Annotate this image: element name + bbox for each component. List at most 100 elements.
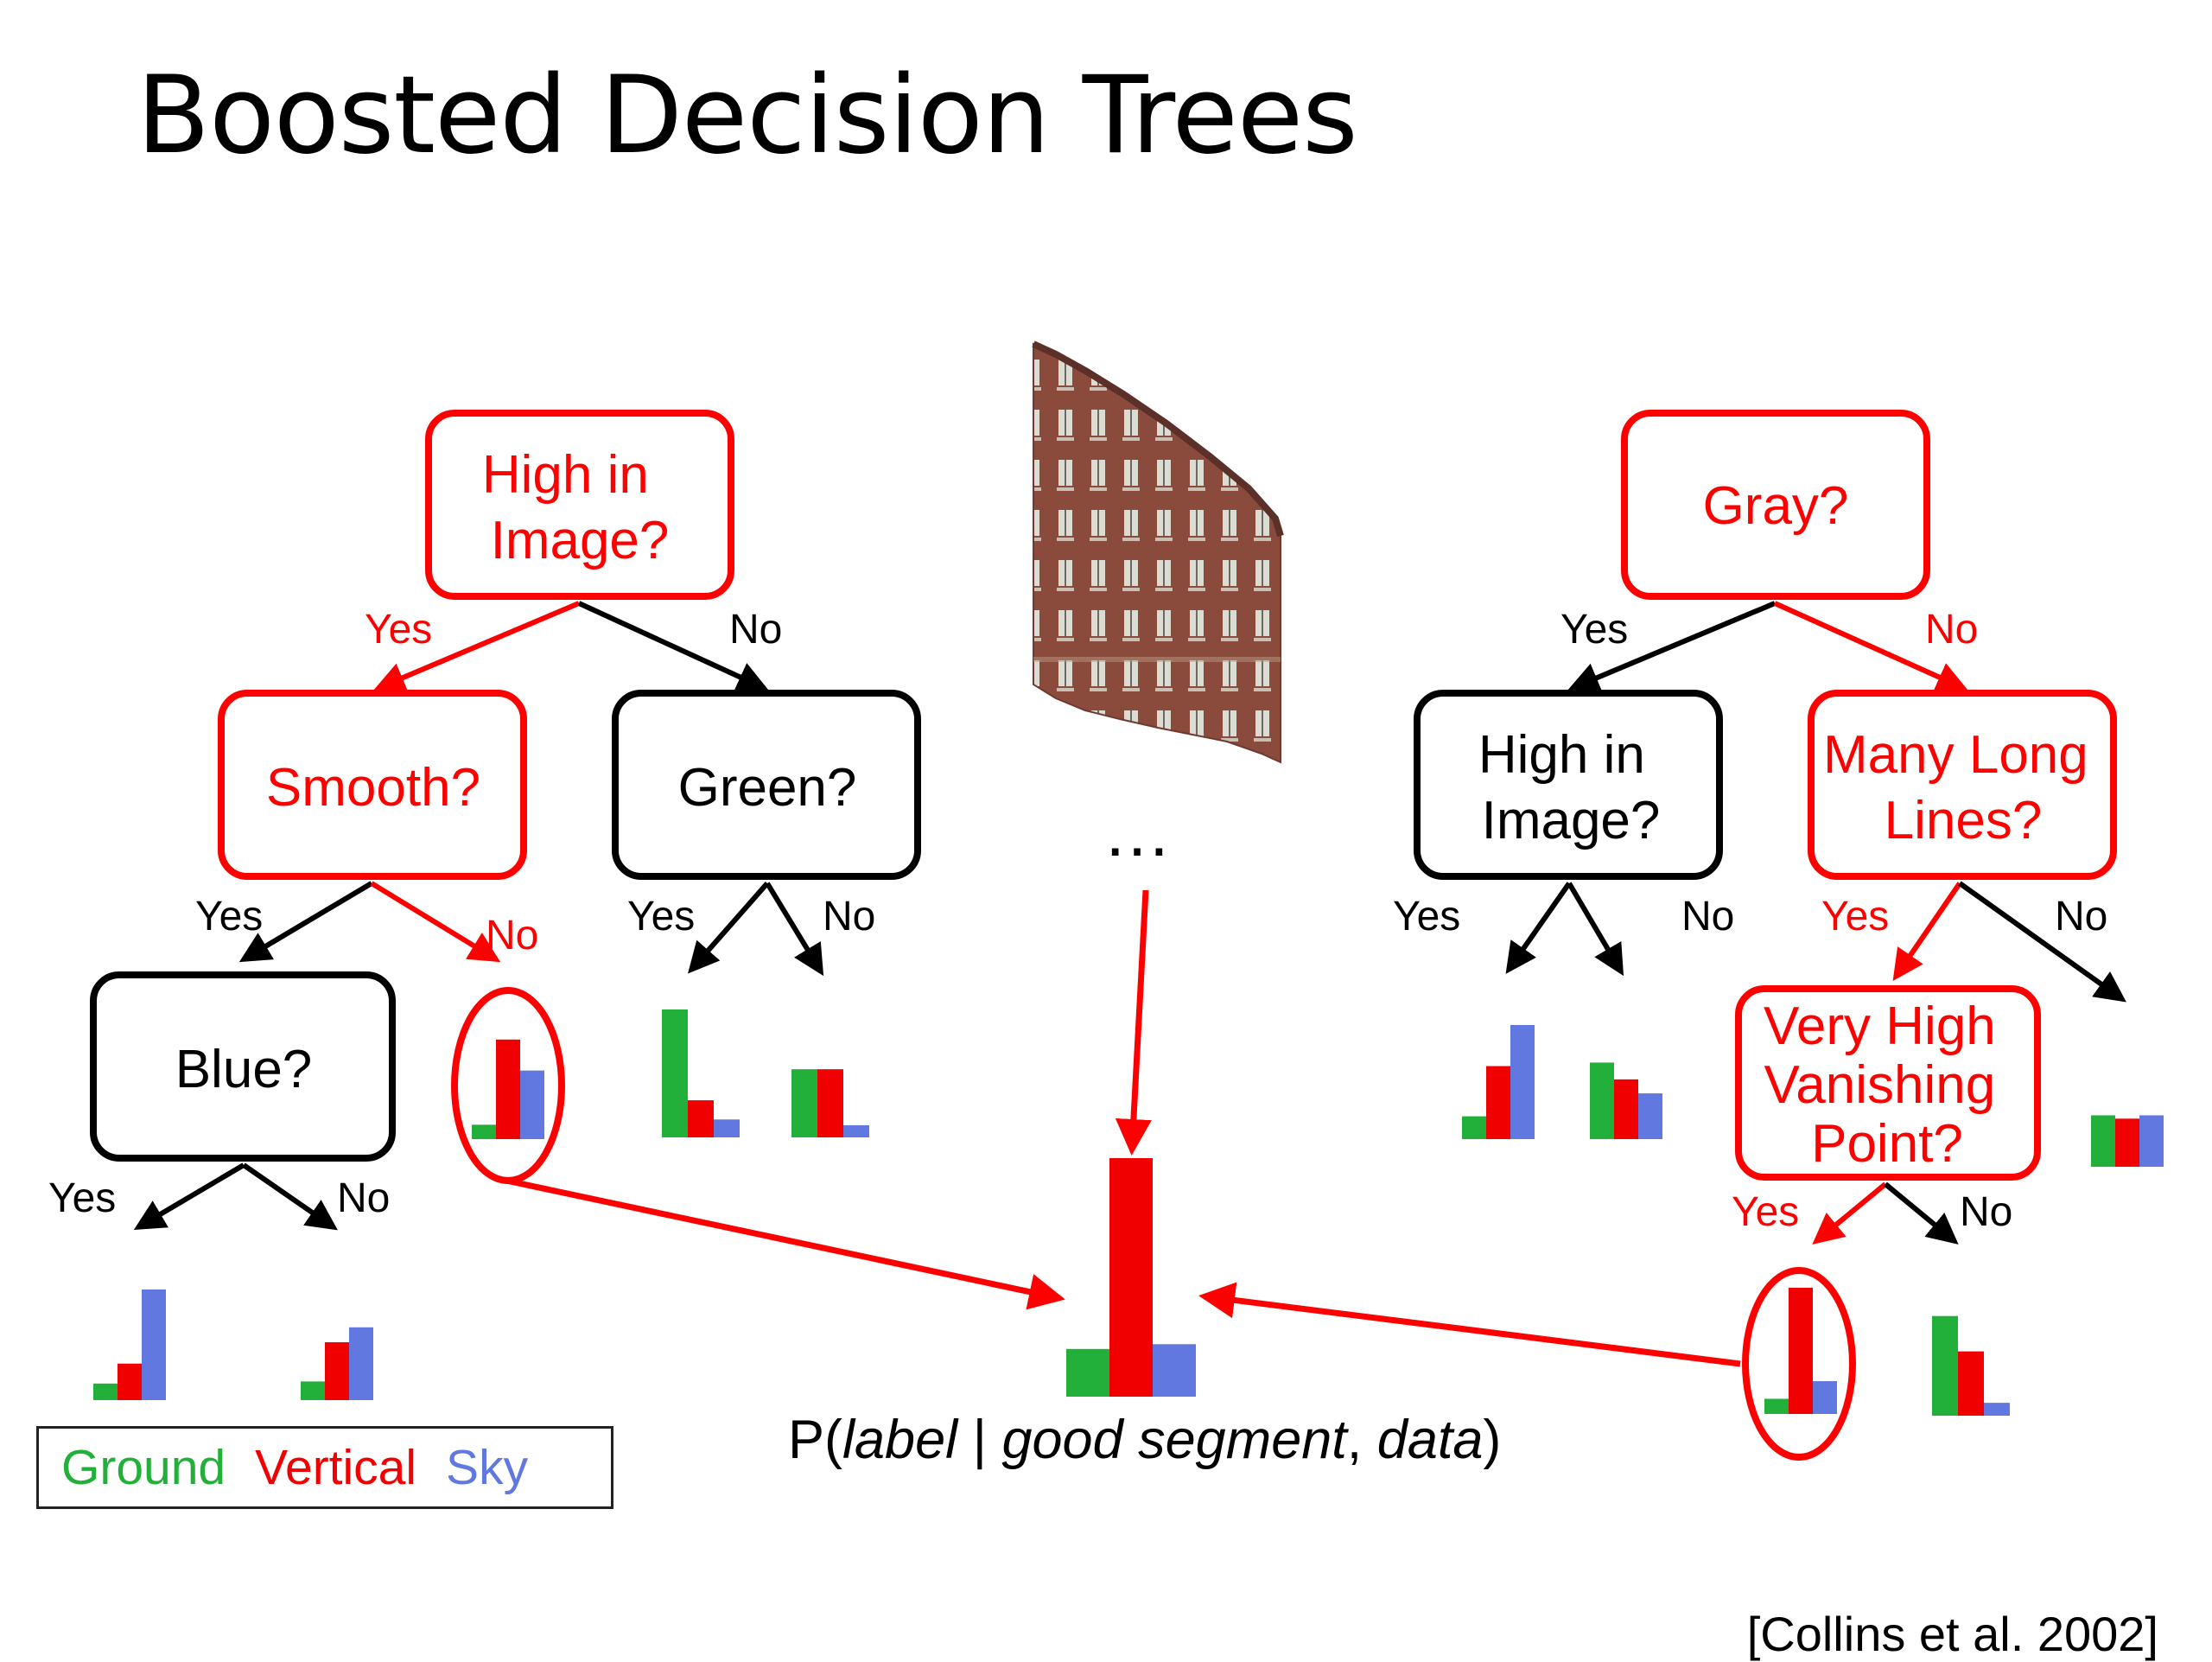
histogram-blue-no [301, 1327, 373, 1400]
histogram-blue-yes [93, 1289, 166, 1400]
bar-green-no-ground [791, 1069, 817, 1137]
bar-right-high-yes-sky [1510, 1025, 1535, 1139]
bar-smooth-no-ground [472, 1124, 496, 1139]
node-right-root-text: Gray? [1703, 476, 1849, 536]
bar-green-no-sky [843, 1124, 869, 1137]
node-right-vanishing [1735, 985, 2041, 1181]
label-right-root-no: No [1925, 607, 1978, 653]
label-right-vanishing-yes: Yes [1732, 1189, 1799, 1235]
node-right-high [1414, 690, 1723, 880]
histogram-lines-no [2091, 1115, 2164, 1167]
label-left-green-yes: Yes [627, 894, 695, 939]
label-left-green-no: No [823, 894, 875, 939]
edge-left-blue-yes [133, 1162, 245, 1231]
bar-lines-no-ground [2091, 1115, 2115, 1167]
histograms [93, 1009, 2164, 1416]
arrow-left-to-result [505, 1177, 1065, 1310]
bar-result-vertical [1109, 1158, 1153, 1397]
histogram-vanishing-no [1932, 1315, 2010, 1416]
highlight-vanishing-yes [1742, 1267, 1856, 1461]
histogram-smooth-no [472, 1039, 544, 1139]
formula-bar: | [957, 1410, 1002, 1470]
node-right-root [1621, 410, 1930, 600]
label-right-root-yes: Yes [1560, 607, 1628, 653]
legend-ground: Ground [61, 1440, 226, 1495]
edge-right-lines-yes [1892, 882, 1962, 981]
bar-result-sky [1153, 1344, 1196, 1397]
citation: [Collins et al. 2002] [1746, 1607, 2158, 1661]
edge-right-lines-no [1958, 881, 2126, 1003]
node-left-root-text: High in Image? [482, 445, 670, 570]
node-left-green [612, 690, 921, 880]
bar-right-high-no-vertical [1614, 1079, 1638, 1139]
edge-left-smooth-yes [238, 881, 373, 963]
bar-blue-no-sky [349, 1327, 373, 1400]
formula-suffix: ) [1483, 1410, 1502, 1470]
bar-green-yes-vertical [688, 1100, 714, 1137]
bar-blue-no-vertical [325, 1342, 349, 1400]
node-left-smooth-text: Smooth? [266, 758, 480, 818]
histogram-result [1066, 1158, 1196, 1397]
edge-left-root-no [577, 601, 769, 691]
slide-title: Boosted Decision Trees [137, 54, 1358, 178]
formula-label: label [842, 1410, 958, 1470]
edge-right-root-no [1773, 601, 1968, 692]
bar-right-high-no-sky [1638, 1093, 1662, 1139]
edge-left-smooth-no [370, 881, 501, 963]
label-right-lines-no: No [2055, 894, 2107, 939]
formula-prefix: P( [788, 1410, 842, 1470]
bar-smooth-no-vertical [496, 1039, 520, 1139]
arrow-ellipsis-to-result [1115, 889, 1152, 1156]
bar-blue-yes-vertical [118, 1363, 142, 1400]
bar-green-yes-sky [714, 1119, 740, 1137]
histogram-green-no [791, 1069, 869, 1137]
bar-blue-no-ground [301, 1381, 325, 1400]
bar-vanishing-no-sky [1984, 1403, 2010, 1416]
label-right-high-no: No [1681, 894, 1734, 939]
bar-vanishing-yes-sky [1813, 1381, 1837, 1414]
formula-good-segment: good segment [1001, 1410, 1347, 1470]
node-left-blue-text: Blue? [175, 1040, 313, 1099]
bar-vanishing-no-vertical [1958, 1351, 1984, 1416]
legend-sky: Sky [446, 1440, 529, 1495]
legend: Ground Vertical Sky [36, 1426, 613, 1509]
label-left-root-no: No [729, 607, 782, 653]
histogram-vanishing-yes [1764, 1288, 1837, 1414]
bar-green-no-vertical [817, 1069, 843, 1137]
edge-left-green-no [765, 882, 824, 977]
edge-right-vanishing-no [1884, 1181, 1959, 1245]
node-left-green-text: Green? [678, 758, 857, 818]
bar-blue-yes-ground [93, 1383, 118, 1400]
ellipsis: … [1103, 793, 1172, 870]
label-left-blue-yes: Yes [48, 1175, 116, 1221]
formula-comma: , [1346, 1410, 1377, 1470]
bar-result-ground [1066, 1348, 1109, 1397]
label-right-high-yes: Yes [1393, 894, 1460, 939]
bar-green-yes-ground [662, 1009, 688, 1137]
node-left-blue [90, 971, 396, 1162]
bar-right-high-yes-ground [1462, 1116, 1486, 1139]
bar-lines-no-vertical [2115, 1118, 2139, 1167]
edge-right-vanishing-yes [1812, 1181, 1887, 1245]
node-right-high-text: High in Image? [1478, 725, 1661, 850]
edge-left-root-yes [373, 601, 581, 692]
bar-lines-no-sky [2139, 1115, 2164, 1167]
formula-data: data [1376, 1410, 1484, 1470]
edge-left-green-yes [688, 882, 770, 974]
node-right-vanishing-text: Very High Vanishing Point? [1764, 997, 2011, 1174]
histogram-green-yes [662, 1009, 740, 1137]
probability-formula: P(label | good segment, data) [788, 1409, 1501, 1471]
bar-vanishing-yes-ground [1764, 1398, 1789, 1414]
edge-right-high-yes [1505, 882, 1572, 974]
node-right-lines [1808, 690, 2117, 880]
bar-right-high-yes-vertical [1486, 1066, 1510, 1139]
label-left-blue-no: No [337, 1175, 390, 1221]
node-right-lines-text: Many Long Lines? [1823, 725, 2103, 850]
histogram-right-high-yes [1462, 1025, 1535, 1139]
label-left-smooth-yes: Yes [195, 894, 263, 939]
label-right-lines-yes: Yes [1821, 894, 1889, 939]
bar-right-high-no-ground [1590, 1062, 1614, 1139]
legend-vertical: Vertical [255, 1440, 417, 1495]
bar-blue-yes-sky [142, 1289, 166, 1400]
